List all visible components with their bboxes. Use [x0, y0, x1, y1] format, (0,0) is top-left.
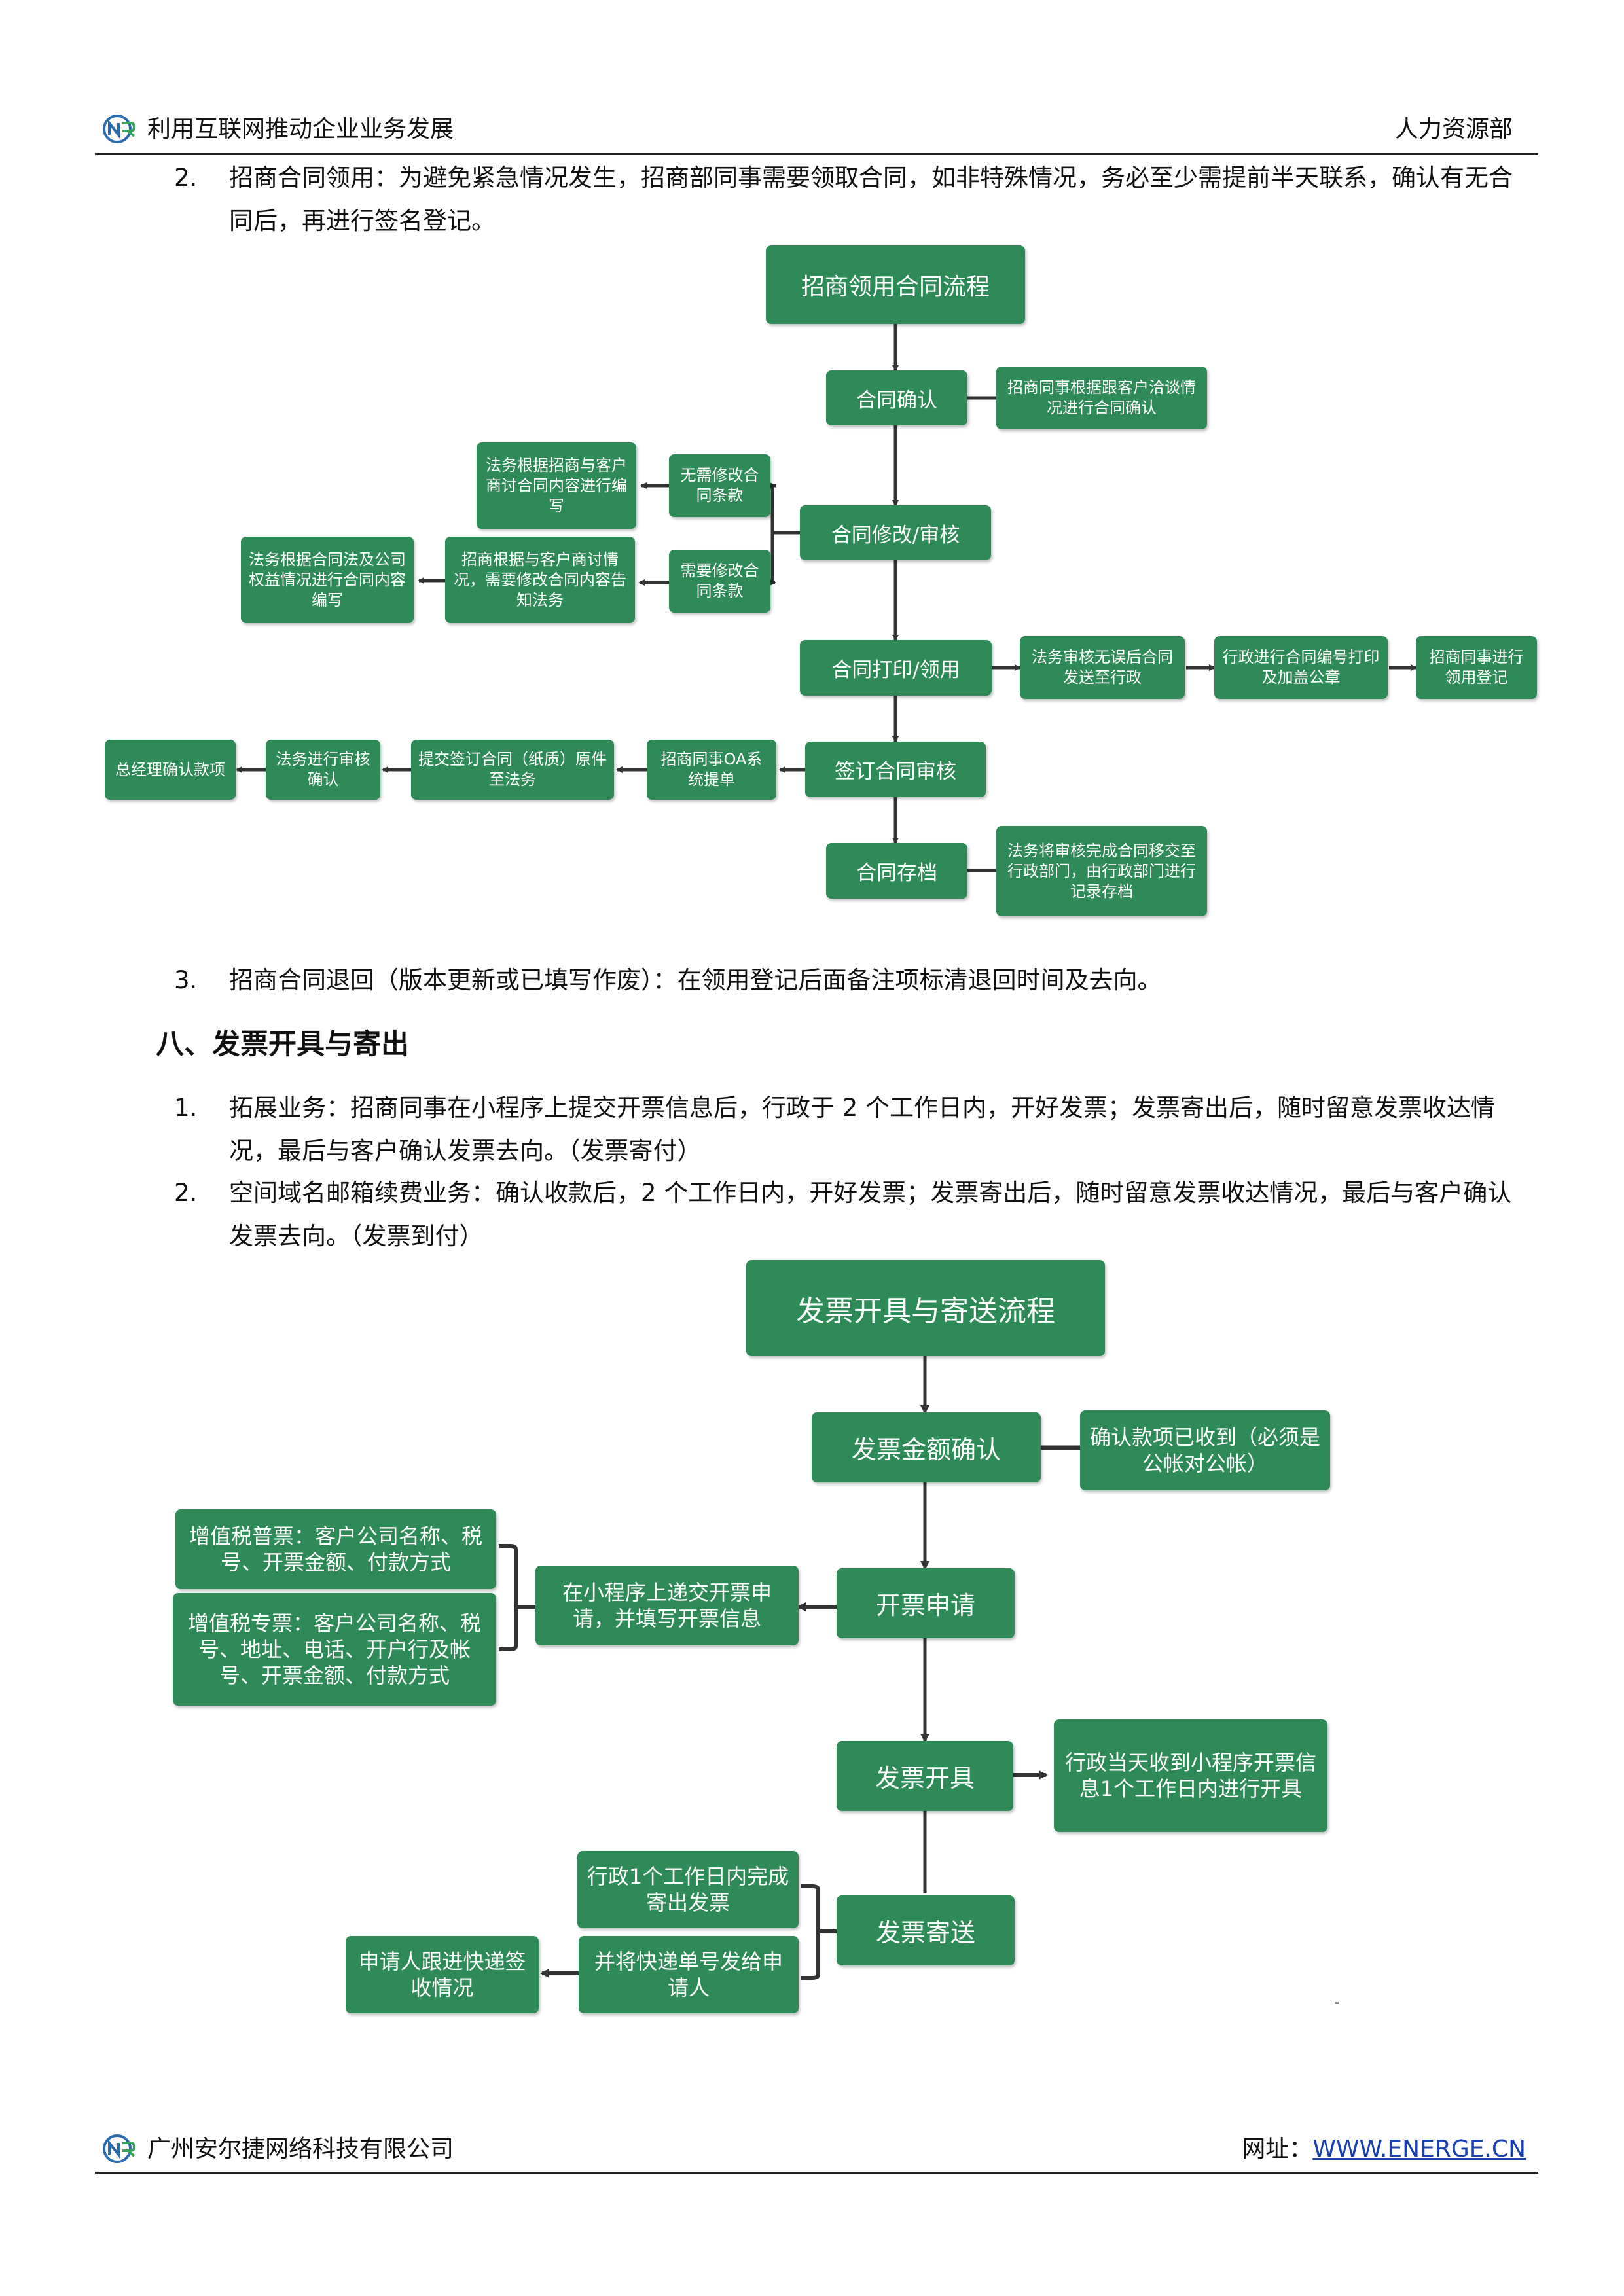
flow2-apply-note: 在小程序上递交开票申请，并填写开票信息 — [535, 1566, 799, 1645]
paragraph-text: 空间域名邮箱续费业务：确认收款后，2 个工作日内，开好发票；发票寄出后，随时留意… — [229, 1179, 1512, 1250]
flow2-send-note2: 并将快递单号发给申请人 — [579, 1936, 799, 2013]
flow2-amount-note: 确认款项已收到（必须是公帐对公帐） — [1080, 1410, 1330, 1490]
flow1-submit: 提交签订合同（纸质）原件至法务 — [411, 740, 614, 800]
stray-mark: - — [1334, 1993, 1340, 2011]
website-label: 网址： — [1242, 2136, 1313, 2162]
paragraph-text: 招商合同退回（版本更新或已填写作废）：在领用登记后面备注项标清退回时间及去向。 — [229, 966, 1162, 994]
paragraph-text: 招商合同领用：为避免紧急情况发生，招商部同事需要领取合同，如非特殊情况，务必至少… — [229, 164, 1513, 235]
footer-company: 广州安尔捷网络科技有限公司 — [147, 2136, 454, 2162]
flow1-sales-inform: 招商根据与客户商讨情况，需要修改合同内容告知法务 — [445, 537, 635, 623]
flow1-step-print: 合同打印/领用 — [800, 640, 992, 696]
list-number: 3. — [174, 966, 198, 994]
footer-website: 网址：WWW.ENERGE.CN — [1242, 2135, 1526, 2164]
header-title: 利用互联网推动企业业务发展 — [147, 116, 454, 143]
flow2-track: 申请人跟进快递签收情况 — [346, 1936, 539, 2013]
flow1-step-confirm: 合同确认 — [826, 370, 967, 425]
header-department: 人力资源部 — [1394, 116, 1513, 143]
flow2-step-issue: 发票开具 — [837, 1741, 1013, 1811]
flow2-step-apply: 开票申请 — [837, 1568, 1015, 1638]
flow1-print-note3: 招商同事进行领用登记 — [1416, 636, 1537, 699]
flow1-archive-note: 法务将审核完成合同移交至行政部门，由行政部门进行记录存档 — [996, 826, 1207, 916]
flow1-gm-confirm: 总经理确认款项 — [105, 740, 236, 800]
website-link[interactable]: WWW.ENERGE.CN — [1312, 2136, 1526, 2162]
list-number: 2. — [174, 1179, 198, 1207]
paragraph-contract-return: 3. 招商合同退回（版本更新或已填写作废）：在领用登记后面备注项标清退回时间及去… — [174, 959, 1525, 1002]
flow1-oa: 招商同事OA系统提单 — [647, 740, 776, 800]
flow2-vat-special: 增值税专票：客户公司名称、税号、地址、电话、开户行及帐号、开票金额、付款方式 — [173, 1593, 496, 1706]
flow1-title: 招商领用合同流程 — [766, 245, 1025, 324]
list-number: 2. — [174, 164, 198, 192]
paragraph-text: 拓展业务：招商同事在小程序上提交开票信息后，行政于 2 个工作日内，开好发票；发… — [229, 1094, 1496, 1165]
company-logo-icon — [103, 115, 136, 143]
flow2-step-send: 发票寄送 — [837, 1895, 1015, 1965]
company-logo-icon — [103, 2134, 136, 2163]
flow1-step-modify: 合同修改/审核 — [800, 505, 991, 560]
flow1-print-note1: 法务审核无误后合同发送至行政 — [1020, 636, 1185, 699]
flow1-need-modify: 需要修改合同条款 — [669, 550, 770, 613]
flow1-print-note2: 行政进行合同编号打印及加盖公章 — [1214, 636, 1388, 699]
flow1-legal-draft: 法务根据招商与客户商讨合同内容进行编写 — [477, 442, 636, 529]
list-number: 1. — [174, 1094, 198, 1122]
paragraph-expansion-business: 1. 拓展业务：招商同事在小程序上提交开票信息后，行政于 2 个工作日内，开好发… — [174, 1086, 1525, 1173]
section-heading: 八、发票开具与寄出 — [156, 1028, 409, 1061]
flow1-step-sign: 签订合同审核 — [805, 742, 986, 797]
paragraph-renewal-business: 2. 空间域名邮箱续费业务：确认收款后，2 个工作日内，开好发票；发票寄出后，随… — [174, 1172, 1525, 1258]
flow1-legal-confirm: 法务进行审核确认 — [266, 740, 380, 800]
flow1-no-modify: 无需修改合同条款 — [669, 454, 770, 517]
flow2-step-amount: 发票金额确认 — [812, 1412, 1041, 1482]
flow1-step-archive: 合同存档 — [826, 843, 967, 899]
flow2-issue-note: 行政当天收到小程序开票信息1个工作日内进行开具 — [1054, 1719, 1327, 1832]
footer-rule — [95, 2172, 1538, 2174]
paragraph-contract-collection: 2. 招商合同领用：为避免紧急情况发生，招商部同事需要领取合同，如非特殊情况，务… — [174, 156, 1525, 243]
header-rule — [95, 153, 1538, 155]
flow1-confirm-note: 招商同事根据跟客户洽谈情况进行合同确认 — [996, 367, 1207, 429]
flow2-title: 发票开具与寄送流程 — [746, 1260, 1105, 1356]
flow1-legal-review: 法务根据合同法及公司权益情况进行合同内容编写 — [241, 537, 414, 623]
flow2-send-note1: 行政1个工作日内完成寄出发票 — [577, 1851, 799, 1928]
flow2-vat-normal: 增值税普票：客户公司名称、税号、开票金额、付款方式 — [175, 1509, 496, 1589]
